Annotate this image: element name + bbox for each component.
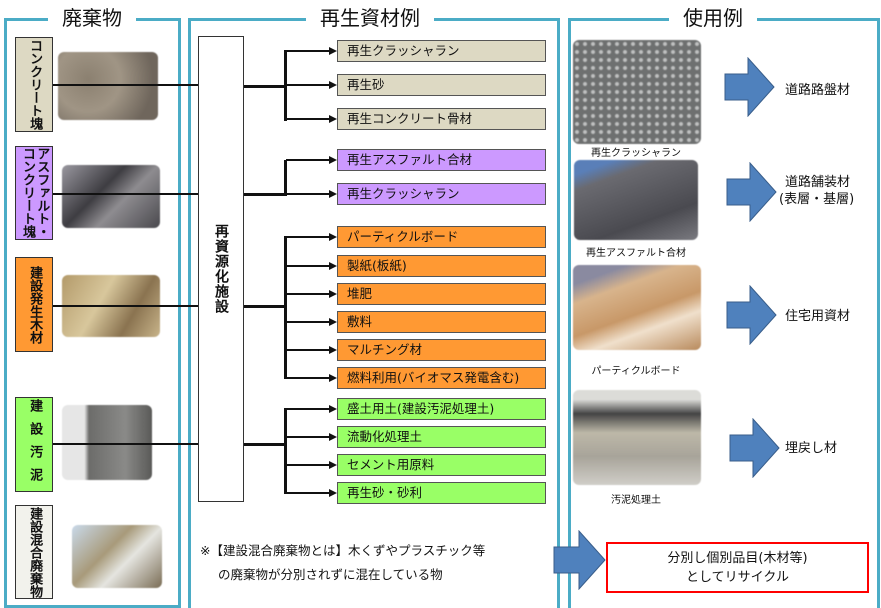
product-connector: [286, 265, 330, 267]
facility-label: 再資源化施設: [213, 224, 229, 314]
usage-caption: 再生アスファルト合材: [586, 248, 686, 259]
product-box: セメント用原料: [337, 454, 546, 476]
waste-mixed: 建設混合廃棄物: [15, 505, 53, 599]
arrowhead-icon: [329, 262, 337, 270]
waste-asphalt: アスファルト・コンクリート塊: [15, 146, 53, 240]
product-connector: [286, 236, 330, 238]
right-arrow-icon: [724, 57, 775, 117]
product-box: 再生アスファルト合材: [337, 149, 546, 171]
product-connector: [286, 321, 330, 323]
arrowhead-icon: [329, 489, 337, 497]
product-box: 再生クラッシャラン: [337, 40, 546, 62]
product-box: 再生砂・砂利: [337, 482, 546, 504]
product-connector: [286, 118, 330, 120]
product-box: マルチング材: [337, 339, 546, 361]
trunk-asphalt: [244, 193, 286, 196]
product-box: 製紙(板紙): [337, 255, 546, 277]
product-connector: [286, 349, 330, 351]
particle-board-photo: [573, 265, 701, 350]
product-box: 再生クラッシャラン: [337, 183, 546, 205]
arrowhead-icon: [329, 461, 337, 469]
waste-sludge: 建設汚泥: [15, 397, 53, 492]
product-connector: [286, 436, 330, 438]
product-connector: [286, 159, 330, 161]
product-box: 流動化処理土: [337, 426, 546, 448]
product-box: 再生コンクリート骨材: [337, 108, 546, 130]
product-connector: [286, 492, 330, 494]
connector-asphalt: [53, 193, 198, 195]
usage-backfill: 埋戻し材: [785, 441, 838, 456]
arrowhead-icon: [329, 47, 337, 55]
result-line1: 分別し個別品目(木材等): [667, 551, 808, 566]
arrowhead-icon: [329, 115, 337, 123]
product-box: 燃料利用(バイオマス発電含む): [337, 367, 546, 389]
asphalt-photo: [62, 165, 160, 228]
arrowhead-icon: [329, 156, 337, 164]
arrowhead-icon: [329, 190, 337, 198]
connector-concrete: [53, 84, 198, 86]
usage-caption: 再生クラッシャラン: [591, 148, 681, 159]
product-connector: [286, 293, 330, 295]
branch-wood: [284, 236, 287, 379]
usage-pavement: 道路舗装材 (表層・基層): [779, 174, 854, 208]
product-connector: [286, 193, 330, 195]
right-arrow-icon: [726, 285, 777, 345]
trunk-concrete: [244, 85, 286, 88]
usage-caption: パーティクルボード: [591, 366, 681, 377]
branch-sludge: [284, 408, 287, 494]
usage-title: 使用例: [669, 2, 757, 31]
product-connector: [286, 84, 330, 86]
product-box: 堆肥: [337, 283, 546, 305]
product-box: パーティクルボード: [337, 226, 546, 248]
usage-caption: 汚泥処理土: [611, 495, 661, 506]
crusher-run-photo: [573, 40, 701, 144]
right-arrow-icon: [553, 530, 606, 590]
product-connector: [286, 408, 330, 410]
waste-wood: 建設発生木材: [15, 257, 53, 352]
trunk-sludge: [244, 443, 286, 446]
note-line1: ※【建設混合廃棄物とは】木くずやプラスチック等: [200, 543, 486, 558]
trunk-wood: [244, 305, 286, 308]
arrowhead-icon: [329, 405, 337, 413]
usage-housing: 住宅用資材: [785, 309, 851, 324]
asphalt-mix-photo: [574, 160, 698, 240]
usage-pavement-line1: 道路舗装材: [785, 175, 851, 190]
arrowhead-icon: [329, 346, 337, 354]
recycling-facility: 再資源化施設: [198, 36, 244, 502]
note-line2: の廃棄物が分別されずに混在している物: [218, 567, 443, 582]
product-box: 盛土用土(建設汚泥処理土): [337, 398, 546, 420]
branch-asphalt: [284, 160, 287, 196]
product-connector: [286, 464, 330, 466]
arrowhead-icon: [329, 290, 337, 298]
result-line2: としてリサイクル: [686, 570, 789, 585]
branch-concrete: [284, 50, 287, 121]
arrowhead-icon: [329, 81, 337, 89]
waste-title: 廃棄物: [48, 2, 136, 31]
product-box: 再生砂: [337, 74, 546, 96]
right-arrow-icon: [726, 162, 777, 222]
mixed-result-box: 分別し個別品目(木材等) としてリサイクル: [606, 542, 869, 593]
sludge-photo: [62, 405, 152, 480]
concrete-photo: [58, 52, 158, 120]
right-arrow-icon: [729, 418, 780, 478]
connector-sludge: [53, 443, 198, 445]
arrowhead-icon: [329, 318, 337, 326]
product-connector: [286, 50, 330, 52]
product-connector: [286, 377, 330, 379]
usage-road-base: 道路路盤材: [785, 83, 851, 98]
waste-concrete: コンクリート塊: [15, 37, 53, 132]
connector-wood: [53, 305, 198, 307]
product-box: 敷料: [337, 311, 546, 333]
mixed-waste-note: ※【建設混合廃棄物とは】木くずやプラスチック等 の廃棄物が分別されずに混在してい…: [200, 539, 485, 587]
sludge-soil-photo: [573, 390, 701, 485]
mixed-photo: [72, 525, 162, 588]
arrowhead-icon: [329, 433, 337, 441]
usage-pavement-line2: (表層・基層): [779, 192, 855, 207]
arrowhead-icon: [329, 374, 337, 382]
recycled-title: 再生資材例: [306, 2, 434, 31]
arrowhead-icon: [329, 233, 337, 241]
